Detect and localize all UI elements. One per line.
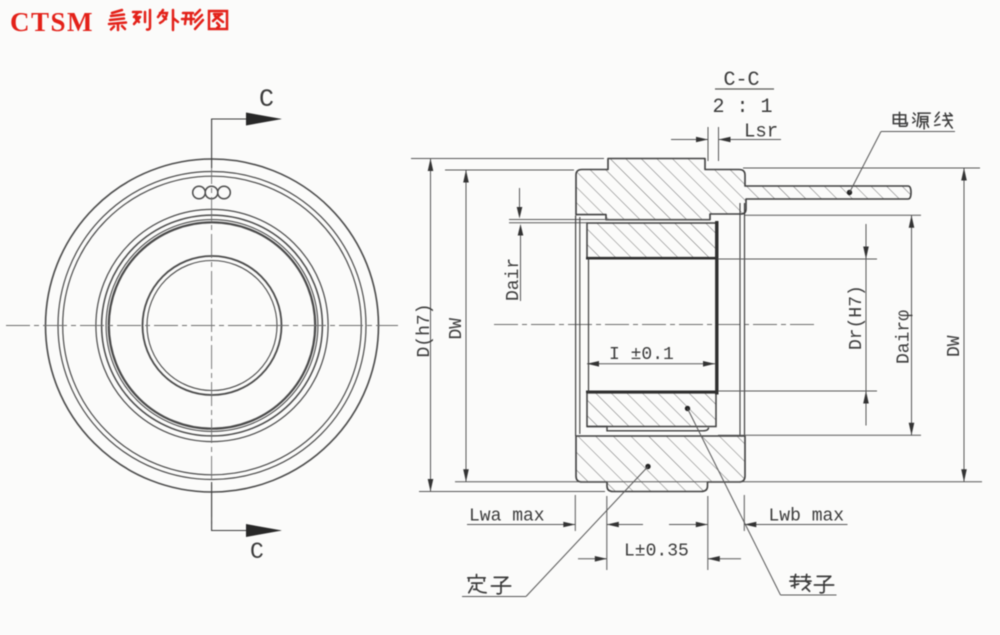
svg-text:DW: DW [447, 318, 467, 340]
svg-text:Lwa max: Lwa max [469, 507, 545, 527]
svg-text:C: C [259, 85, 274, 114]
svg-text:C: C [250, 539, 264, 565]
svg-text:Dair: Dair [504, 258, 524, 301]
svg-text:I ±0.1: I ±0.1 [609, 345, 674, 365]
svg-text:Dairφ: Dairφ [895, 310, 915, 364]
svg-text:Dr(H7): Dr(H7) [847, 285, 867, 350]
svg-text:2 : 1: 2 : 1 [713, 96, 773, 119]
svg-text:CTSM: CTSM [10, 7, 94, 37]
svg-text:D(h7): D(h7) [415, 303, 435, 357]
svg-text:Lsr: Lsr [744, 121, 778, 143]
svg-text:Lwb max: Lwb max [769, 507, 845, 527]
svg-text:C-C: C-C [724, 69, 760, 92]
svg-text:L±0.35: L±0.35 [624, 542, 689, 562]
svg-text:DW: DW [945, 335, 965, 357]
